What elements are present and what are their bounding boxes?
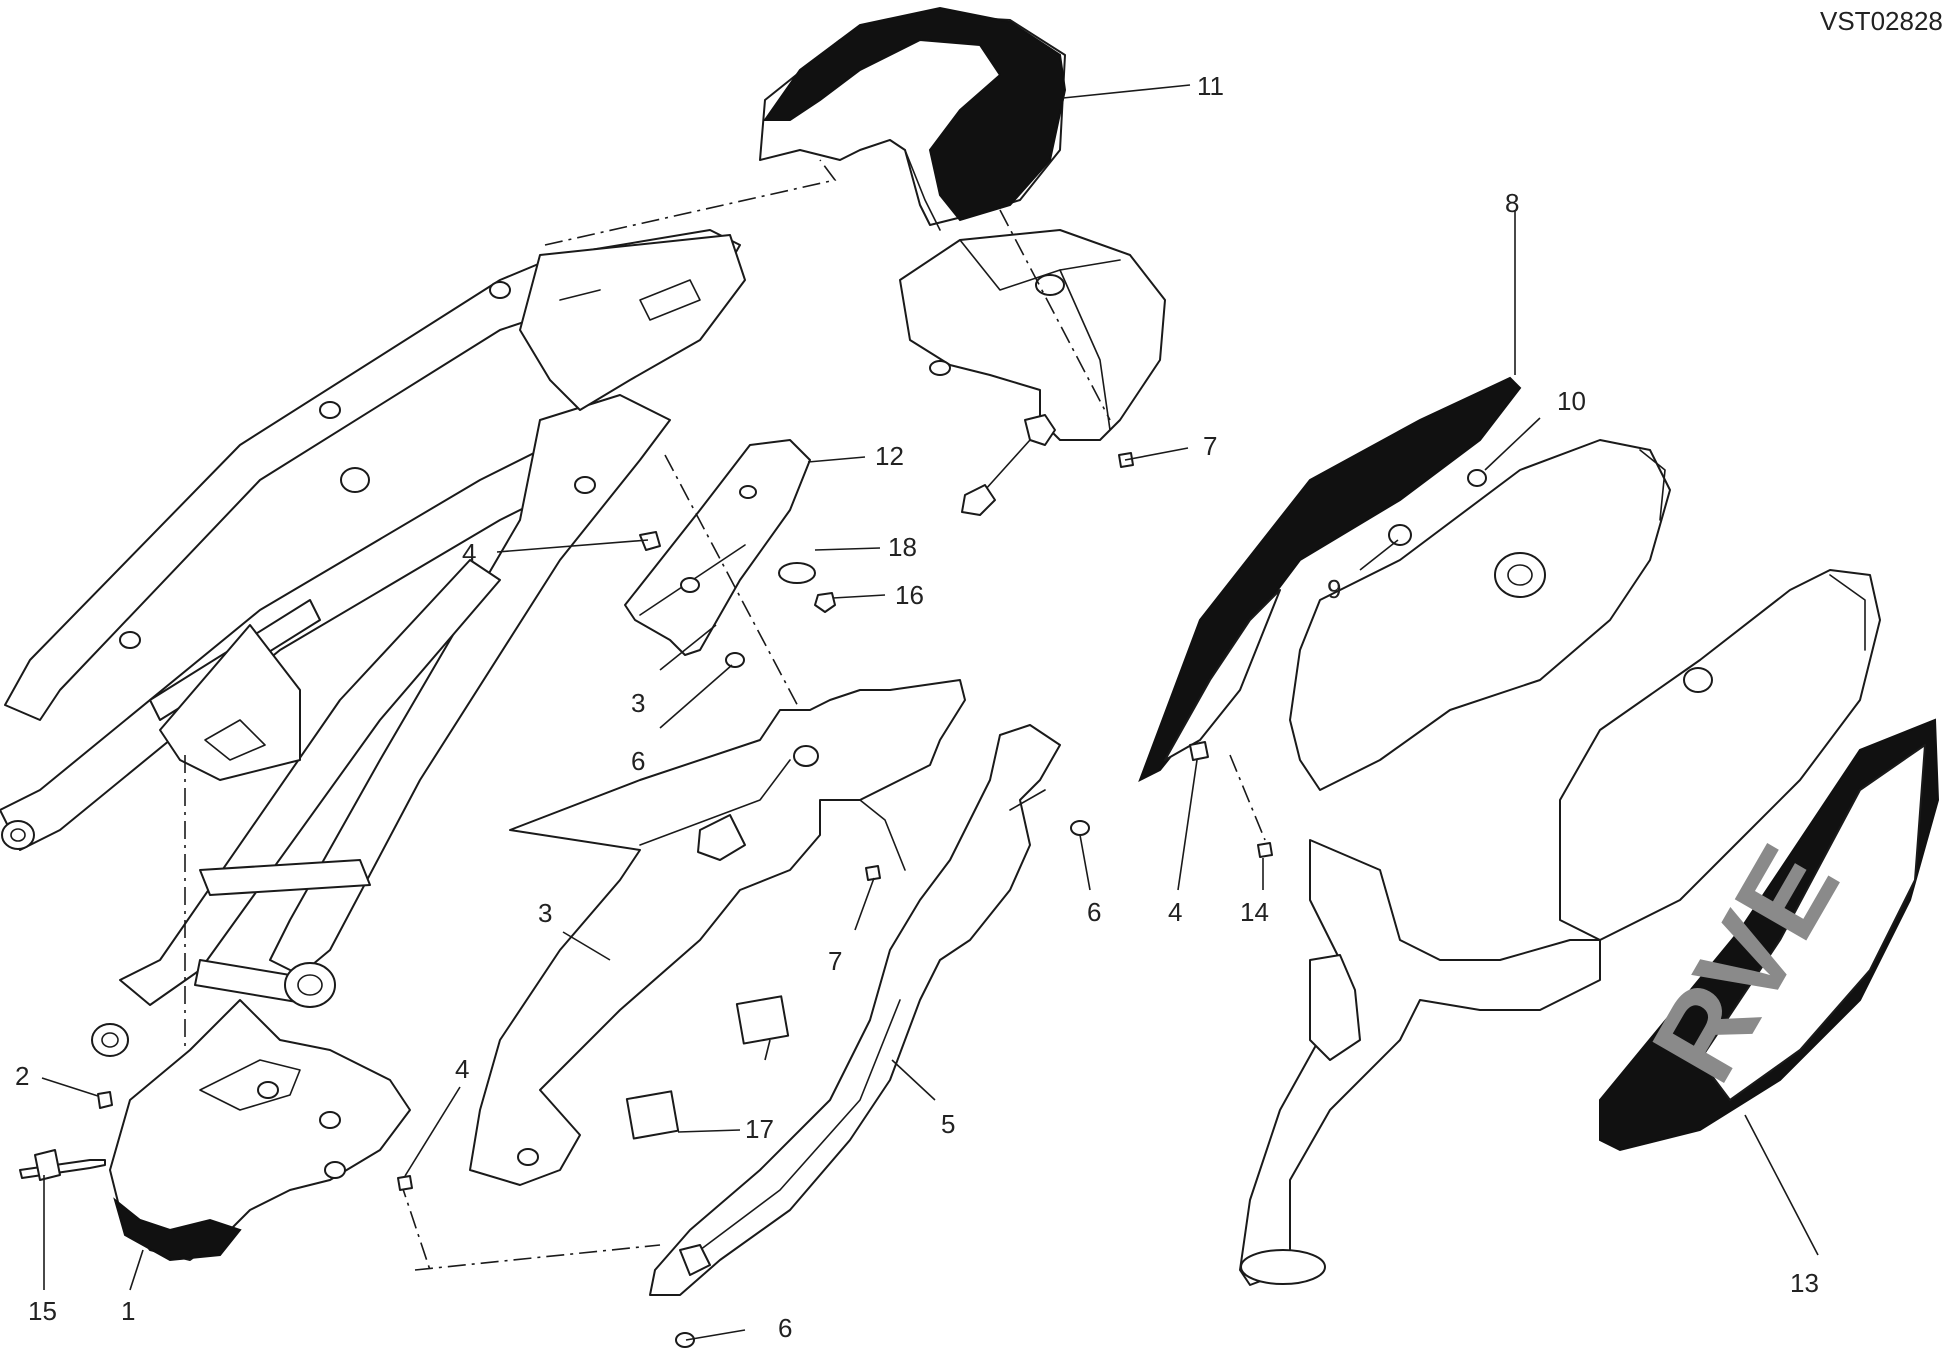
callout-2: 2 xyxy=(15,1061,29,1091)
side-panel-part-5 xyxy=(649,724,1061,1296)
callout-5: 5 xyxy=(941,1109,955,1139)
tail-light-unit xyxy=(899,229,1166,516)
grommet-part-10 xyxy=(1467,469,1487,487)
leader-lines xyxy=(41,84,1819,1341)
callout-7: 7 xyxy=(1203,431,1217,461)
callout-16: 16 xyxy=(895,580,924,610)
callout-7: 7 xyxy=(828,946,842,976)
callout-3: 3 xyxy=(538,898,552,928)
callout-1: 1 xyxy=(121,1296,135,1326)
callout-11: 11 xyxy=(1197,71,1224,101)
label-part-17 xyxy=(735,995,790,1045)
callout-6: 6 xyxy=(778,1313,792,1343)
drawing-code: VST02828 xyxy=(1820,6,1943,36)
grommet-part-6 xyxy=(1070,820,1090,836)
clip-part-4 xyxy=(397,1175,413,1191)
assembly-line xyxy=(999,209,1111,421)
callout-18: 18 xyxy=(888,532,917,562)
assembly-line xyxy=(664,454,801,711)
screw-part-16 xyxy=(814,592,836,613)
callout-15: 15 xyxy=(28,1296,57,1326)
assembly-line xyxy=(544,159,837,246)
rear-subframe xyxy=(0,229,746,1057)
heat-shield-part-8 xyxy=(1138,376,1522,783)
grommet-part-6 xyxy=(725,652,745,668)
callouts: 11 12 4 18 16 3 6 7 8 10 9 6 3 7 5 17 2 … xyxy=(15,71,1819,1343)
callout-14: 14 xyxy=(1240,897,1269,927)
side-panel-part-3 xyxy=(469,679,966,1186)
clip-part-4 xyxy=(639,531,661,551)
callout-4: 4 xyxy=(462,538,476,568)
callout-3: 3 xyxy=(631,688,645,718)
callout-17: 17 xyxy=(745,1114,774,1144)
screw-part-7 xyxy=(865,865,881,881)
callout-9: 9 xyxy=(1327,574,1341,604)
callout-8: 8 xyxy=(1505,188,1519,218)
label-part-17 xyxy=(625,1090,680,1140)
assembly-line xyxy=(399,1179,431,1271)
washer-part-18 xyxy=(778,562,816,584)
strap-clip-part-15 xyxy=(34,1149,61,1181)
callout-6: 6 xyxy=(631,746,645,776)
grommet-part-9 xyxy=(1388,524,1412,546)
assembly-line xyxy=(414,1244,661,1271)
callout-10: 10 xyxy=(1557,386,1586,416)
grommet-part-6 xyxy=(675,1332,695,1348)
screw-part-14 xyxy=(1257,842,1273,858)
clip-part-4 xyxy=(1189,741,1209,761)
bracket-part-12 xyxy=(624,439,811,656)
tail-cover-part-11 xyxy=(759,6,1067,231)
callout-6: 6 xyxy=(1087,897,1101,927)
screw-part-2 xyxy=(97,1091,113,1109)
strap-part-15 xyxy=(19,1159,106,1179)
callout-4: 4 xyxy=(455,1054,469,1084)
callout-13: 13 xyxy=(1790,1268,1819,1298)
exhaust-silencer xyxy=(1239,439,1881,1286)
assembly-line xyxy=(1229,754,1266,841)
callout-4: 4 xyxy=(1168,897,1182,927)
rear-mudguard-part-1 xyxy=(109,999,411,1262)
callout-12: 12 xyxy=(875,441,904,471)
